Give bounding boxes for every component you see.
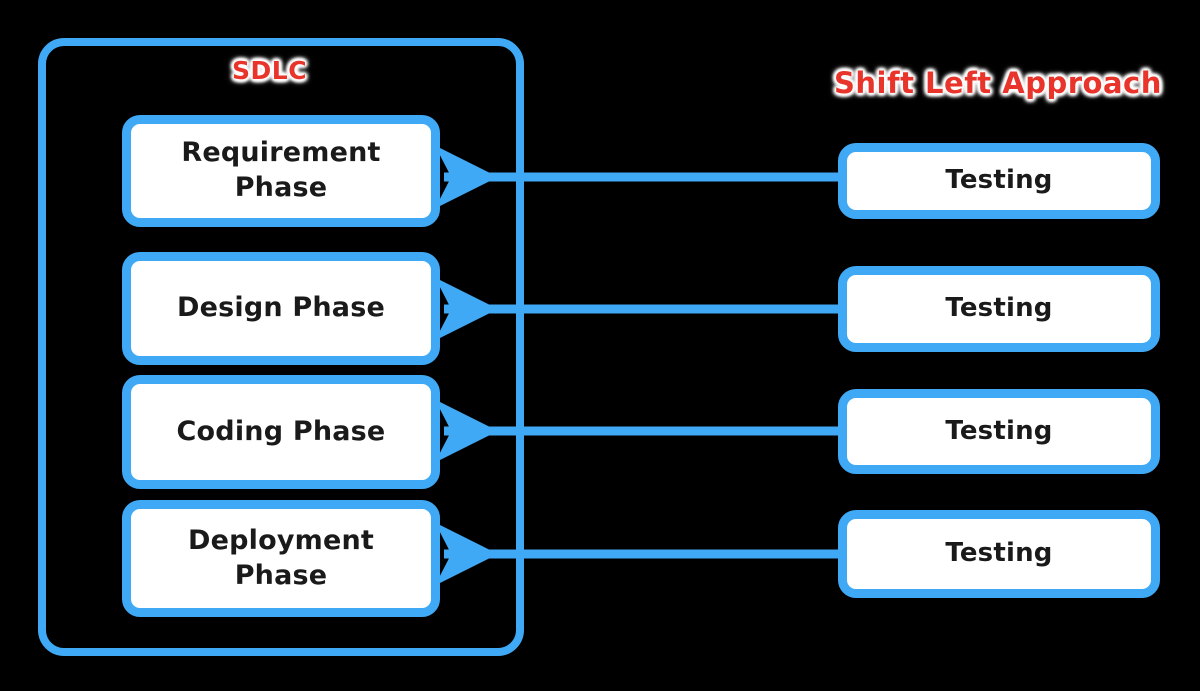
shift-left-title: Shift Left Approach [834,66,1162,100]
testing-box-coding[interactable]: Testing [838,389,1160,474]
phase-box-coding[interactable]: Coding Phase [122,375,440,489]
phase-label-deployment: Deployment Phase [187,524,375,591]
testing-label-requirement: Testing [945,165,1053,196]
testing-label-coding: Testing [945,415,1053,446]
phase-box-requirement[interactable]: Requirement Phase [122,115,440,227]
testing-box-requirement[interactable]: Testing [838,143,1160,219]
phase-label-coding: Coding Phase [176,415,386,447]
sdlc-title: SDLC [232,56,308,85]
testing-label-design: Testing [945,293,1053,324]
phase-box-deployment[interactable]: Deployment Phase [122,500,440,617]
testing-label-deployment: Testing [945,538,1053,569]
testing-box-deployment[interactable]: Testing [838,510,1160,598]
phase-box-design[interactable]: Design Phase [122,252,440,365]
testing-box-design[interactable]: Testing [838,266,1160,352]
phase-label-design: Design Phase [176,292,385,324]
phase-label-requirement: Requirement Phase [181,137,381,203]
sdlc-container-frame [38,38,524,656]
